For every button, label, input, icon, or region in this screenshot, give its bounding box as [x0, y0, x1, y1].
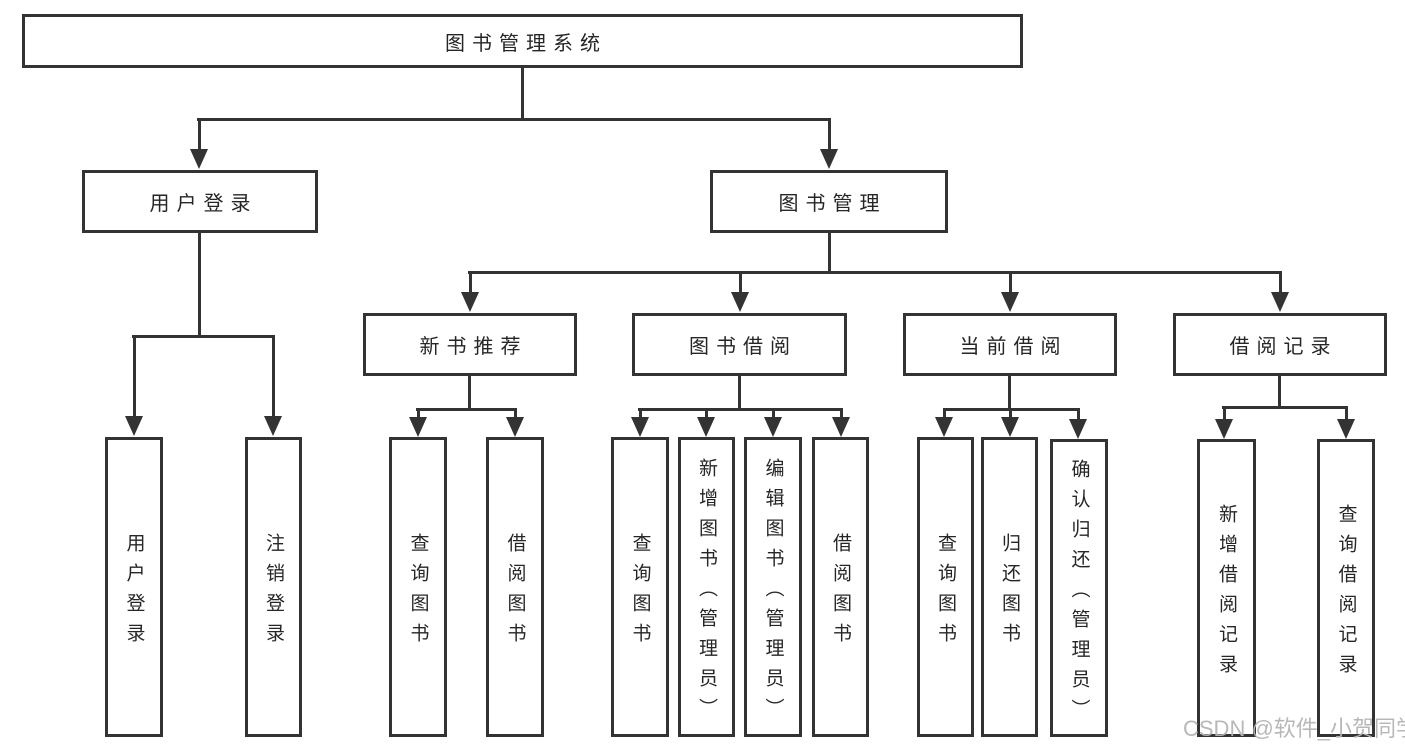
arrow-to-add-record: [1215, 406, 1233, 439]
arrow-to-leaf-logout: [264, 335, 282, 436]
leaf-edit-books-admin: 编辑图书（管理员）: [744, 437, 802, 737]
arrow-head-icon: [832, 417, 850, 437]
arrow-head-icon: [125, 416, 143, 436]
arrow-to-recommend-query: [409, 408, 427, 437]
arrow-to-records: [1271, 271, 1289, 312]
leaf-recommend-borrow-books: 借阅图书: [486, 437, 544, 737]
leaf-recommend-borrow-books-label: 借阅图书: [504, 532, 526, 653]
connector-book-mgmt-split: [468, 271, 1282, 274]
node-new-book-recommend: 新书推荐: [363, 313, 577, 376]
leaf-borrow-query-books-label: 查询图书: [629, 532, 651, 653]
node-borrow-records-label: 借阅记录: [1229, 336, 1338, 358]
node-book-management-label: 图书管理: [778, 193, 887, 215]
connector-records-split: [1222, 406, 1348, 409]
leaf-logout: 注销登录: [245, 437, 302, 737]
leaf-borrow-query-books: 查询图书: [611, 437, 669, 737]
node-root-label: 图书管理系统: [445, 32, 607, 55]
arrow-head-icon: [1001, 292, 1019, 312]
csdn-watermark: CSDN @软件_小贺同学: [1183, 716, 1405, 741]
arrow-to-query-record: [1337, 406, 1355, 439]
arrow-head-icon: [264, 416, 282, 436]
node-user-login-label: 用户登录: [149, 193, 258, 215]
leaf-confirm-return-admin-label: 确认归还（管理员）: [1068, 458, 1090, 729]
arrow-to-recommend: [461, 271, 479, 312]
arrow-to-borrow-books: [832, 408, 850, 437]
leaf-add-books-admin: 新增图书（管理员）: [678, 437, 735, 737]
leaf-current-query-books: 查询图书: [917, 437, 974, 737]
arrow-to-confirm-return: [1069, 408, 1087, 439]
node-user-login: 用户登录: [82, 170, 318, 233]
leaf-borrow-books-label: 借阅图书: [830, 532, 851, 653]
arrow-head-icon: [461, 292, 479, 312]
connector-user-login-split: [132, 335, 275, 338]
arrow-head-icon: [1337, 419, 1355, 439]
connector-recommend-split: [416, 408, 517, 411]
leaf-recommend-query-books-label: 查询图书: [407, 532, 429, 653]
connector-current-stem: [1008, 376, 1011, 411]
arrow-to-borrow: [731, 271, 749, 312]
leaf-query-borrow-record-label: 查询借阅记录: [1335, 503, 1357, 684]
node-current-borrow-label: 当前借阅: [959, 336, 1068, 358]
arrow-head-icon: [731, 292, 749, 312]
connector-borrow-split: [638, 408, 843, 411]
arrow-to-current-query: [935, 408, 953, 437]
arrow-to-book-mgmt: [820, 118, 838, 169]
leaf-recommend-query-books: 查询图书: [389, 437, 447, 737]
leaf-user-login-label: 用户登录: [123, 532, 145, 653]
leaf-current-query-books-label: 查询图书: [935, 532, 956, 653]
arrow-to-leaf-user-login: [125, 335, 143, 436]
leaf-add-borrow-record: 新增借阅记录: [1197, 439, 1256, 737]
arrow-head-icon: [631, 417, 649, 437]
arrow-to-edit-books: [764, 408, 782, 437]
node-root: 图书管理系统: [22, 14, 1023, 68]
node-new-book-recommend-label: 新书推荐: [419, 336, 528, 358]
leaf-return-books-label: 归还图书: [999, 532, 1020, 653]
connector-recommend-stem: [468, 376, 471, 411]
connector-root-split: [197, 118, 831, 121]
connector-borrow-stem: [738, 376, 741, 411]
leaf-edit-books-admin-label: 编辑图书（管理员）: [762, 457, 784, 728]
arrow-to-add-books: [697, 408, 715, 437]
leaf-add-borrow-record-label: 新增借阅记录: [1216, 503, 1237, 684]
connector-user-login-stem: [198, 233, 201, 338]
arrow-head-icon: [409, 417, 427, 437]
leaf-confirm-return-admin: 确认归还（管理员）: [1050, 439, 1108, 737]
arrow-head-icon: [697, 417, 715, 437]
arrow-head-icon: [1271, 292, 1289, 312]
node-book-management: 图书管理: [710, 170, 948, 233]
arrow-to-current: [1001, 271, 1019, 312]
leaf-logout-label: 注销登录: [263, 532, 284, 653]
leaf-borrow-books: 借阅图书: [812, 437, 869, 737]
arrow-head-icon: [506, 417, 524, 437]
arrow-to-borrow-query: [631, 408, 649, 437]
connector-records-stem: [1278, 376, 1281, 409]
arrow-head-icon: [1069, 419, 1087, 439]
leaf-query-borrow-record: 查询借阅记录: [1317, 439, 1375, 737]
leaf-return-books: 归还图书: [981, 437, 1038, 737]
node-current-borrow: 当前借阅: [903, 313, 1117, 376]
node-book-borrow: 图书借阅: [632, 313, 847, 376]
leaf-add-books-admin-label: 新增图书（管理员）: [696, 457, 717, 728]
connector-book-mgmt-stem: [828, 233, 831, 274]
arrow-head-icon: [764, 417, 782, 437]
connector-root-stem: [521, 68, 524, 121]
node-borrow-records: 借阅记录: [1173, 313, 1387, 376]
arrow-head-icon: [820, 149, 838, 169]
arrow-to-recommend-borrow: [506, 408, 524, 437]
leaf-user-login: 用户登录: [105, 437, 163, 737]
connector-current-split: [943, 408, 1080, 411]
arrow-head-icon: [935, 417, 953, 437]
arrow-head-icon: [1001, 417, 1019, 437]
node-book-borrow-label: 图书借阅: [689, 336, 797, 358]
arrow-to-return-books: [1001, 408, 1019, 437]
arrow-head-icon: [190, 149, 208, 169]
arrow-to-user-login: [190, 118, 208, 169]
arrow-head-icon: [1215, 419, 1233, 439]
